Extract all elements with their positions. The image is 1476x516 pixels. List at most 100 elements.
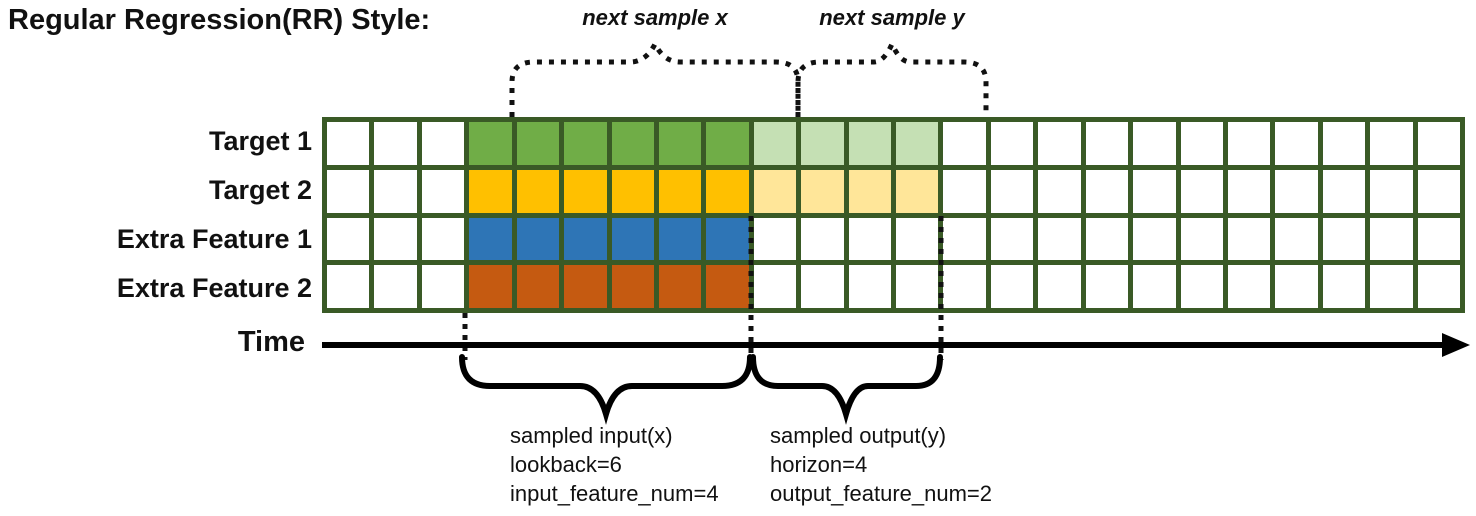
grid-cell [896, 217, 939, 261]
grid-cell [753, 169, 797, 213]
next-sample-x-brace [509, 38, 801, 117]
grid-cell [1085, 265, 1129, 308]
grid-cell [943, 217, 986, 261]
grid-cell [1038, 217, 1081, 261]
grid-cell [1038, 265, 1081, 308]
grid-cell [564, 217, 607, 261]
next-sample-y-brace [795, 37, 989, 117]
output-feature-num-value: output_feature_num=2 [770, 481, 993, 506]
horizon-value: horizon=4 [770, 452, 868, 477]
grid-cell [1227, 265, 1271, 308]
grid-cell [327, 169, 370, 213]
grid-cell [1180, 265, 1223, 308]
grid-cell [327, 265, 370, 308]
grid-cell [706, 265, 749, 308]
grid-cell [516, 265, 560, 308]
grid-cell [990, 217, 1034, 261]
grid-cell [564, 122, 607, 165]
grid-cell [1322, 217, 1366, 261]
grid-cell [990, 169, 1034, 213]
grid-cell [469, 265, 512, 308]
row-label: Target 1 [208, 126, 312, 156]
grid-cell [1180, 169, 1223, 213]
grid-cell [706, 122, 749, 165]
grid-cell [943, 169, 986, 213]
grid-cell [1370, 265, 1413, 308]
grid-cell [611, 265, 654, 308]
grid-cell [327, 217, 370, 261]
grid-cell [658, 217, 702, 261]
grid-cell [469, 217, 512, 261]
grid-cell [706, 217, 749, 261]
grid-cell [801, 265, 844, 308]
grid-cell [896, 265, 939, 308]
grid-cell [1227, 169, 1271, 213]
grid-cell [1417, 265, 1460, 308]
grid-cell [1417, 122, 1460, 165]
sample-grid [322, 117, 1465, 313]
sampled-input-annotation: sampled input(x) lookback=6 input_featur… [510, 421, 719, 508]
grid-cell [564, 265, 607, 308]
grid-cell [1038, 122, 1081, 165]
grid-cell [1180, 122, 1223, 165]
sampled-output-title: sampled output(y) [770, 423, 947, 448]
grid-cell [753, 217, 797, 261]
grid-cell [1133, 122, 1176, 165]
grid-cell [801, 217, 844, 261]
grid-cell [374, 122, 417, 165]
grid-cell [896, 169, 939, 213]
grid-cell [611, 169, 654, 213]
grid-cell [1275, 169, 1318, 213]
grid-cell [1227, 217, 1271, 261]
grid-cell [1322, 265, 1366, 308]
grid-cell [848, 169, 891, 213]
grid-cell [469, 122, 512, 165]
lookback-value: lookback=6 [510, 452, 622, 477]
grid-cell [611, 217, 654, 261]
grid-cell [753, 122, 797, 165]
grid-cell [327, 122, 370, 165]
grid-cell [374, 265, 417, 308]
grid-cell [848, 217, 891, 261]
grid-cell [990, 265, 1034, 308]
grid-cell [658, 122, 702, 165]
next-sample-y-label: next sample y [819, 5, 965, 30]
grid-cell [1275, 122, 1318, 165]
grid-cell [1370, 169, 1413, 213]
grid-cell [706, 169, 749, 213]
grid-cell [801, 122, 844, 165]
grid-cell [1133, 217, 1176, 261]
grid-cell [421, 122, 465, 165]
grid-cell [421, 169, 465, 213]
grid-cell [564, 169, 607, 213]
time-axis-arrowhead-icon [1442, 333, 1470, 357]
sampled-output-annotation: sampled output(y) horizon=4 output_featu… [770, 421, 992, 508]
grid-cell [753, 265, 797, 308]
grid-cell [516, 122, 560, 165]
grid-cell [896, 122, 939, 165]
sampled-output-brace [750, 354, 943, 425]
grid-cell [801, 169, 844, 213]
grid-cell [611, 122, 654, 165]
grid-cell [1322, 169, 1366, 213]
grid-cell [469, 169, 512, 213]
grid-cell [516, 217, 560, 261]
grid-cell [1322, 122, 1366, 165]
grid-cell [1180, 217, 1223, 261]
grid-cell [1085, 169, 1129, 213]
row-label: Target 2 [208, 175, 312, 205]
grid-cell [421, 265, 465, 308]
grid-cell [1085, 122, 1129, 165]
input-feature-num-value: input_feature_num=4 [510, 481, 719, 506]
grid-cell [658, 265, 702, 308]
time-axis-label: Time [237, 326, 305, 358]
row-label: Extra Feature 1 [116, 224, 312, 254]
grid-cell [1275, 265, 1318, 308]
sampled-input-brace [459, 354, 753, 425]
grid-cell [990, 122, 1034, 165]
grid-cell [1085, 217, 1129, 261]
grid-cell [374, 169, 417, 213]
grid-cell [658, 169, 702, 213]
